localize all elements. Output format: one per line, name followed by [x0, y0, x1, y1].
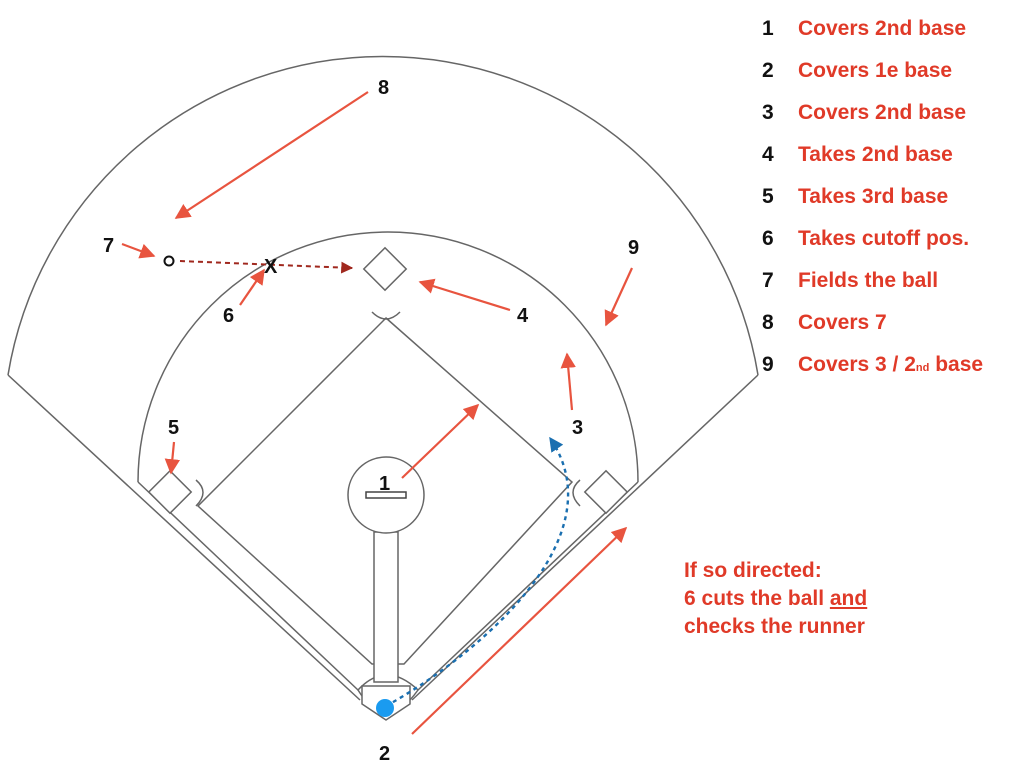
legend-text: Fields the ball: [798, 269, 939, 292]
legend-number: 3: [762, 101, 774, 124]
legend-text: Takes 3rd base: [798, 185, 949, 208]
pitchers-rubber: [365, 491, 407, 499]
arrow-5: [164, 441, 180, 475]
legend-text: Takes cutoff pos.: [798, 227, 970, 250]
first-base-cutout: [572, 479, 581, 507]
legend-number: 9: [762, 353, 774, 376]
legend-text: Covers 7: [798, 311, 887, 334]
foul-line-right: [411, 374, 759, 701]
legend-number: 6: [762, 227, 774, 250]
mound-path: [373, 531, 399, 683]
legend-number: 5: [762, 185, 774, 208]
legend-number: 2: [762, 59, 774, 82]
runner-ball: [376, 699, 394, 717]
note-line-2: 6 cuts the ball and: [684, 585, 867, 613]
legend-text: Covers 3 / 2nd base: [798, 344, 983, 389]
legend-row: 6 Takes cutoff pos.: [762, 218, 983, 260]
infield-arc: [137, 231, 639, 483]
pos-label-5: 5: [168, 417, 179, 439]
foul-line-left: [7, 374, 361, 701]
arrow-2: [411, 526, 628, 735]
arrow-1: [401, 403, 480, 479]
pos-label-3: 3: [572, 417, 583, 439]
arrow-3: [560, 352, 576, 411]
legend-text: Takes 2nd base: [798, 143, 953, 166]
note-line-3: checks the runner: [684, 615, 865, 638]
second-base-cutout: [371, 311, 401, 320]
legend-row: 8 Covers 7: [762, 302, 983, 344]
legend-row: 7 Fields the ball: [762, 260, 983, 302]
arrow-4: [418, 278, 511, 312]
pos-label-8: 8: [378, 77, 389, 99]
legend-row: 5 Takes 3rd base: [762, 176, 983, 218]
infield-outline: [137, 481, 639, 691]
cutoff-mark: X: [264, 256, 278, 278]
runner-path: [385, 436, 570, 708]
ball-position-marker: [163, 255, 175, 267]
legend-text: Covers 1e base: [798, 59, 953, 82]
legend-row: 2 Covers 1e base: [762, 50, 983, 92]
legend-text: Covers 2nd base: [798, 101, 967, 124]
arrow-9: [604, 267, 634, 327]
throw-path: [179, 260, 354, 274]
legend-row: 1 Covers 2nd base: [762, 8, 983, 50]
pos-label-1: 1: [379, 473, 390, 495]
second-base: [362, 246, 408, 292]
pos-label-4: 4: [517, 305, 529, 327]
third-base-cutout: [195, 479, 204, 507]
third-base: [147, 469, 193, 515]
legend-ordinal-suffix: nd: [915, 362, 930, 374]
legend-text-main: Covers 3 / 2: [798, 353, 916, 376]
note-line-1: If so directed:: [684, 559, 822, 582]
legend-number: 8: [762, 311, 774, 334]
legend-number: 7: [762, 269, 774, 292]
pos-label-9: 9: [628, 237, 639, 259]
pos-label-7: 7: [103, 235, 114, 257]
legend-row: 3 Covers 2nd base: [762, 92, 983, 134]
note-line-2-text: 6 cuts the ball: [684, 587, 830, 610]
legend-row: 9 Covers 3 / 2nd base: [762, 344, 983, 389]
first-base: [583, 469, 629, 515]
legend-number: 1: [762, 17, 774, 40]
position-legend: 1 Covers 2nd base 2 Covers 1e base 3 Cov…: [762, 8, 983, 389]
legend-text-suffix: base: [929, 353, 984, 376]
legend-number: 4: [762, 143, 774, 166]
pos-label-2: 2: [379, 743, 390, 765]
note-underlined-word: and: [829, 587, 868, 610]
pos-label-6: 6: [223, 305, 234, 327]
arrow-8: [174, 91, 369, 219]
outfield-fence: [7, 55, 759, 376]
legend-text: Covers 2nd base: [798, 17, 967, 40]
arrow-6: [239, 268, 265, 306]
legend-row: 4 Takes 2nd base: [762, 134, 983, 176]
instruction-note: If so directed: 6 cuts the ball and chec…: [684, 557, 867, 641]
arrow-7: [121, 242, 156, 259]
